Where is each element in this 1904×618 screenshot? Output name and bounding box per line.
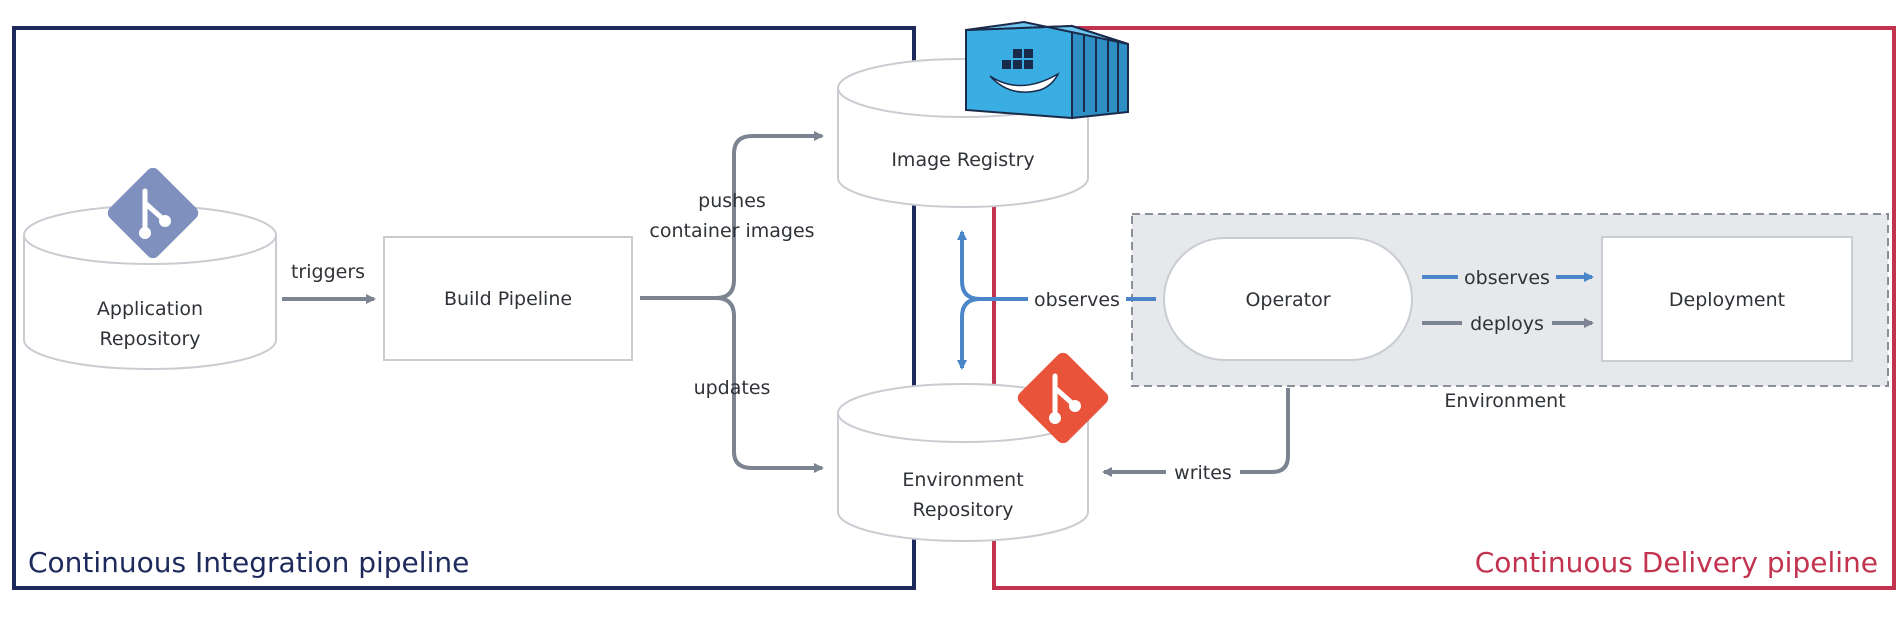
observes-repos-arrows <box>957 230 1156 370</box>
application-repository: Application Repository <box>23 205 277 370</box>
application-repository-line1: Application <box>97 298 203 320</box>
triggers-label: triggers <box>291 261 365 283</box>
operator-label: Operator <box>1245 289 1330 311</box>
ci-frame <box>12 26 916 590</box>
environment-label: Environment <box>1444 390 1565 412</box>
observes-deployment-label: observes <box>1464 267 1550 289</box>
build-pipeline: Build Pipeline <box>383 236 633 361</box>
git-icon <box>107 167 199 259</box>
git-icon <box>1017 352 1109 444</box>
writes-arrow <box>1102 388 1290 477</box>
deployment: Deployment <box>1601 236 1853 362</box>
operator: Operator <box>1163 237 1413 361</box>
cd-frame-label: Continuous Delivery pipeline <box>1475 546 1878 579</box>
build-pipeline-label: Build Pipeline <box>444 288 572 310</box>
observes-repos-label: observes <box>1034 289 1120 311</box>
updates-label: updates <box>694 377 771 399</box>
environment-repository: Environment Repository <box>837 383 1089 542</box>
pushes-label-line1: pushes <box>698 190 766 212</box>
writes-label: writes <box>1174 462 1232 484</box>
build-fanout-arrows <box>640 131 824 473</box>
environment-repository-line1: Environment <box>902 469 1023 491</box>
environment-repository-line2: Repository <box>912 499 1013 521</box>
deploys-label: deploys <box>1470 313 1544 335</box>
docker-container-icon <box>965 20 1129 120</box>
image-registry-label: Image Registry <box>891 149 1034 171</box>
application-repository-line2: Repository <box>99 328 200 350</box>
deployment-label: Deployment <box>1669 289 1785 311</box>
pushes-label-line2: container images <box>649 220 814 242</box>
ci-frame-label: Continuous Integration pipeline <box>28 546 469 579</box>
cd-frame <box>992 26 1896 590</box>
